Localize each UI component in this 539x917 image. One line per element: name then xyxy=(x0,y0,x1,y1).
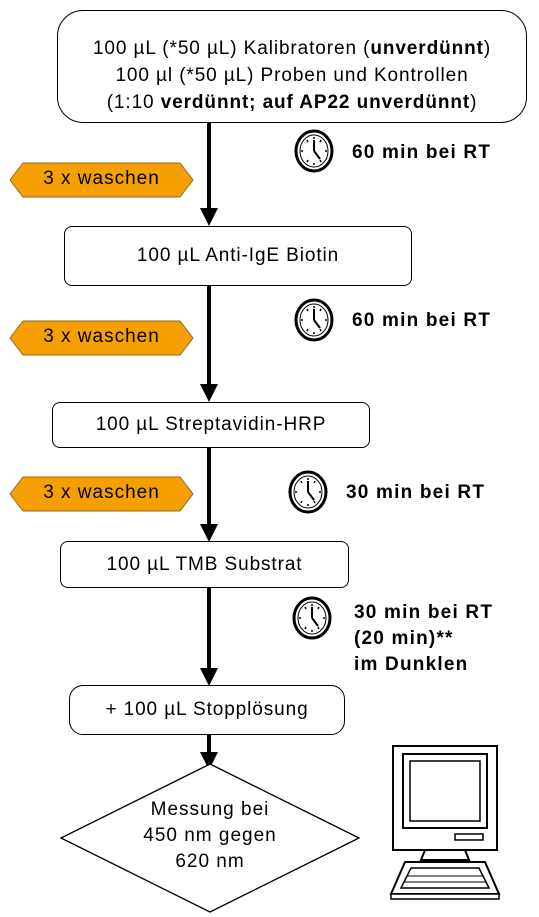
incubation-label-2: 60 min bei RT xyxy=(352,310,492,331)
measurement-text: Messung bei 450 nm gegen 620 nm xyxy=(110,797,310,875)
step-2-label: 100 µL Anti-IgE Biotin xyxy=(136,245,340,266)
measurement-line-1: Messung bei xyxy=(150,799,270,820)
measurement-diamond xyxy=(60,763,360,913)
wash-shape-2 xyxy=(9,320,194,356)
wash-label-3: 3 x waschen xyxy=(43,482,160,503)
arrow-1-head xyxy=(200,208,218,226)
measurement-line-2: 450 nm gegen xyxy=(143,825,277,846)
step-1-line-3: (1:10 verdünnt; auf AP22 unverdünnt) xyxy=(106,92,478,113)
wash-label-2: 3 x waschen xyxy=(43,326,160,347)
computer-icon xyxy=(389,745,501,900)
wash-shape-3 xyxy=(9,476,194,512)
incubation-label-4: 30 min bei RT (20 min)** im Dunklen xyxy=(354,600,493,678)
wash-step-1: 3 x waschen xyxy=(9,162,194,198)
step-5-label: + 100 µL Stopplösung xyxy=(105,699,309,720)
arrow-3-head xyxy=(200,524,218,542)
incubation-label-1: 60 min bei RT xyxy=(352,142,492,163)
step-1-line-1: 100 µL (*50 µL) Kalibratoren (unverdünnt… xyxy=(92,38,492,59)
clock-icon xyxy=(288,470,328,514)
step-3-label: 100 µL Streptavidin-HRP xyxy=(95,414,327,435)
incubation-4-line-1: 30 min bei RT xyxy=(354,602,494,623)
step-box-3-streptavidin: 100 µL Streptavidin-HRP xyxy=(52,402,370,448)
clock-icon xyxy=(292,596,332,640)
clock-icon xyxy=(294,298,334,342)
step-4-label: 100 µL TMB Substrat xyxy=(106,554,303,575)
incubation-4-line-2: (20 min)** xyxy=(354,628,454,649)
arrow-5-head xyxy=(200,752,218,770)
step-box-5-stopploesung: + 100 µL Stopplösung xyxy=(69,685,345,735)
step-box-2-anti-ige-biotin: 100 µL Anti-IgE Biotin xyxy=(64,226,412,286)
wash-step-3: 3 x waschen xyxy=(9,476,194,512)
step-1-line-2: 100 µl (*50 µL) Proben und Kontrollen xyxy=(115,65,469,86)
wash-shape-1 xyxy=(9,162,194,198)
incubation-4-line-3: im Dunklen xyxy=(354,654,469,675)
incubation-label-3: 30 min bei RT xyxy=(346,482,486,503)
wash-label-1: 3 x waschen xyxy=(43,168,160,189)
step-box-4-tmb-substrat: 100 µL TMB Substrat xyxy=(60,541,349,588)
clock-icon xyxy=(294,129,334,173)
step-box-1-calibrators: 100 µL (*50 µL) Kalibratoren (unverdünnt… xyxy=(57,10,527,123)
arrow-2-head xyxy=(200,384,218,402)
wash-step-2: 3 x waschen xyxy=(9,320,194,356)
measurement-line-3: 620 nm xyxy=(175,851,245,872)
arrow-4-head xyxy=(200,668,218,686)
